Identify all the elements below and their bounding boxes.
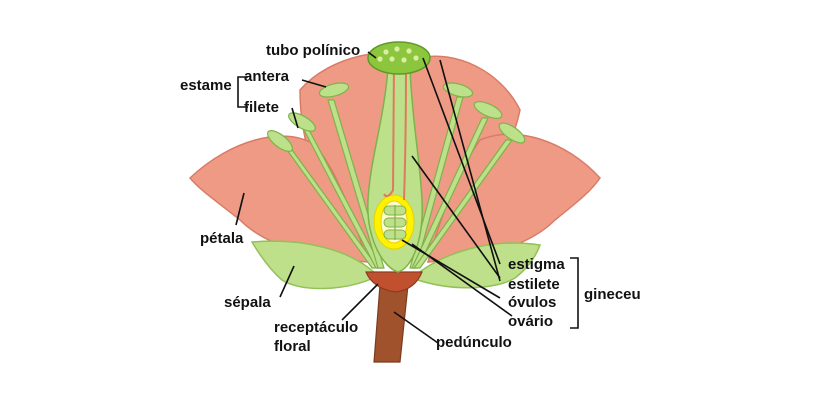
sepal-left — [250, 240, 380, 290]
leader-lines — [235, 51, 513, 344]
pollen-tube — [383, 63, 395, 198]
label-antera: antera — [244, 68, 290, 85]
label-ovario: ovário — [508, 313, 553, 330]
label-sepala: sépala — [224, 294, 271, 311]
anther-4 — [442, 82, 474, 98]
sepals — [250, 240, 542, 290]
label-estilete: estilete — [508, 276, 560, 293]
anther-6 — [498, 122, 526, 144]
stigma — [367, 41, 431, 75]
gineceu-bracket — [570, 257, 579, 329]
label-estigma: estigma — [508, 256, 565, 273]
label-pedunculo: pedúnculo — [436, 334, 512, 351]
label-receptaculo-2: floral — [274, 338, 311, 355]
label-petala: pétala — [200, 230, 244, 247]
label-tubo-polinico: tubo polínico — [266, 42, 360, 59]
filament-6 — [412, 139, 514, 269]
label-receptaculo-1: receptáculo — [274, 319, 358, 336]
anther-5 — [473, 101, 503, 119]
estame-bracket — [237, 76, 248, 108]
pistil — [367, 41, 431, 273]
pollen-grains — [377, 46, 419, 63]
stamens — [280, 96, 514, 269]
peduncle — [373, 284, 409, 363]
label-estame: estame — [180, 77, 232, 94]
sepal-right — [410, 242, 542, 289]
anther-1 — [267, 130, 293, 152]
anthers — [267, 82, 526, 152]
pollen-tube-2 — [403, 61, 407, 201]
receptacle — [365, 271, 423, 293]
label-filete: filete — [244, 99, 279, 116]
label-ovulos: óvulos — [508, 294, 556, 311]
label-gineceu: gineceu — [584, 286, 641, 303]
anther-3 — [318, 82, 350, 98]
